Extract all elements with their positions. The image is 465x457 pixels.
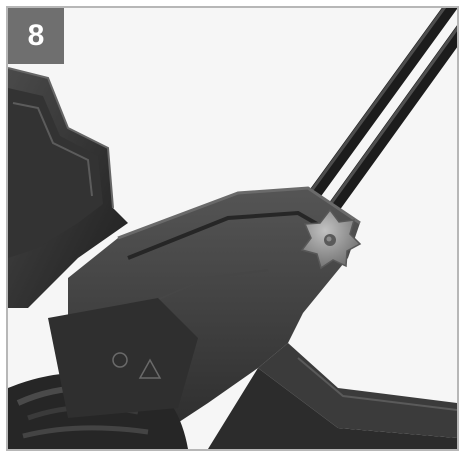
- mower-body: [8, 67, 128, 308]
- illustration-frame: 8: [6, 6, 459, 451]
- mower-illustration: [8, 8, 457, 449]
- deck-detail: [48, 298, 198, 418]
- handle-tubes: [301, 8, 457, 225]
- star-knob: [300, 208, 362, 270]
- step-number-badge: 8: [8, 8, 64, 64]
